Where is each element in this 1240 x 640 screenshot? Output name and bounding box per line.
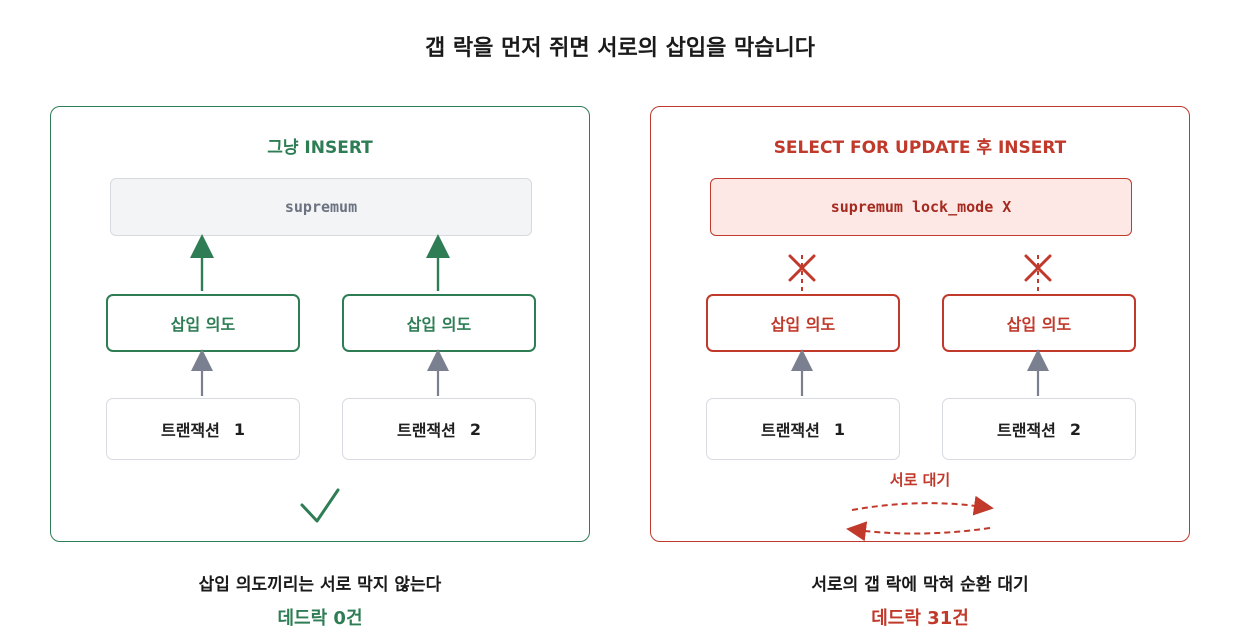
caption-left: 삽입 의도끼리는 서로 막지 않는다	[198, 575, 442, 595]
result-right: 데드락 31건	[871, 608, 969, 629]
check-icon	[300, 488, 340, 523]
transaction-label: 트랜잭션	[760, 421, 820, 440]
transaction-number: 2	[469, 419, 482, 439]
supremum-lock-record: supremum lock_mode X	[710, 178, 1132, 236]
insert-intention-lock-2: 삽입 의도	[942, 294, 1136, 352]
transaction-label: 트랜잭션	[996, 421, 1056, 440]
panel-select-for-update: SELECT FOR UPDATE 후 INSERT supremum lock…	[650, 106, 1190, 542]
caption-right: 서로의 갭 락에 막혀 순환 대기	[811, 575, 1029, 595]
transaction-2: 트랜잭션 2	[942, 398, 1136, 460]
cross-icon	[788, 254, 816, 282]
wait-arrow-right	[851, 495, 994, 516]
diagram-title: 갭 락을 먼저 쥐면 서로의 삽입을 막습니다	[424, 36, 816, 61]
panel-plain-insert: 그냥 INSERT supremum 삽입 의도 삽입 의도 트랜잭션 1 트랜잭…	[50, 106, 590, 542]
transaction-label: 트랜잭션	[396, 421, 456, 440]
insert-intention-lock-2: 삽입 의도	[342, 294, 536, 352]
mutual-wait-label: 서로 대기	[889, 471, 951, 489]
transaction-number: 2	[1069, 419, 1082, 439]
transaction-number: 1	[233, 419, 246, 439]
wait-arrow-left	[846, 521, 991, 542]
transaction-1: 트랜잭션 1	[106, 398, 300, 460]
insert-intention-lock-1: 삽입 의도	[106, 294, 300, 352]
cross-icon	[1024, 254, 1052, 282]
transaction-label: 트랜잭션	[160, 421, 220, 440]
transaction-1: 트랜잭션 1	[706, 398, 900, 460]
transaction-number: 1	[833, 419, 846, 439]
panel-title-select-for-update: SELECT FOR UPDATE 후 INSERT	[773, 138, 1067, 158]
result-left: 데드락 0건	[277, 608, 363, 629]
supremum-record: supremum	[110, 178, 532, 236]
transaction-2: 트랜잭션 2	[342, 398, 536, 460]
panel-title-plain-insert: 그냥 INSERT	[267, 138, 373, 158]
